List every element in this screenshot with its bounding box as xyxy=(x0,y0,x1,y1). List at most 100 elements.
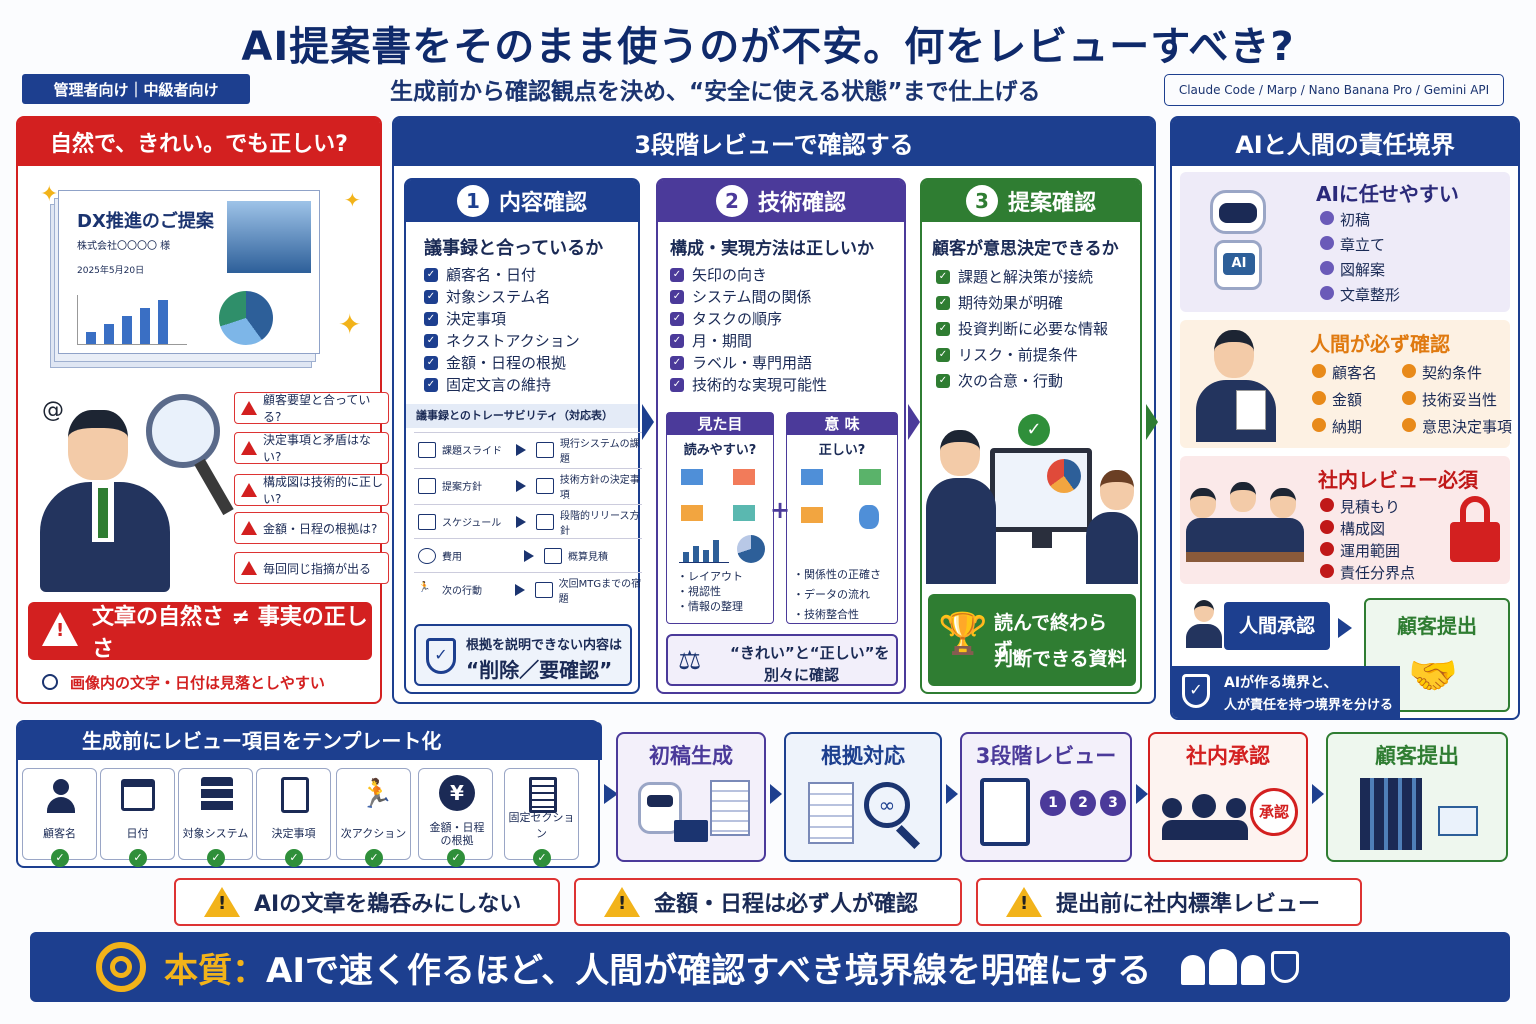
check-icon: ✓ xyxy=(936,296,950,310)
arrow-right-icon xyxy=(515,479,526,492)
document-icon xyxy=(529,777,557,813)
check-icon: ✓ xyxy=(670,290,684,304)
check-item: ✓対象システム名 xyxy=(424,286,580,308)
stage3-question: 顧客が意思決定できるか xyxy=(932,239,1119,259)
document-icon xyxy=(710,780,750,836)
flow-step-internal-approval: 社内承認 承認 xyxy=(1148,732,1308,862)
check-circle-icon: ✓ xyxy=(285,849,303,867)
warning-icon xyxy=(241,521,257,535)
check-icon: ✓ xyxy=(424,290,438,304)
confused-icon: @ xyxy=(42,398,64,423)
human-item: 技術妥当性 xyxy=(1402,387,1512,414)
check-circle-icon: ✓ xyxy=(1018,414,1050,446)
check-icon: ✓ xyxy=(424,268,438,282)
yen-icon: ¥ xyxy=(439,775,475,811)
warning-icon xyxy=(241,441,257,455)
left-note: 画像内の文字・日付は見落としやすい xyxy=(70,674,325,692)
stage3-checklist: ✓課題と解決策が接続 ✓期待効果が明確 ✓投資判断に必要な情報 ✓リスク・前提条… xyxy=(936,264,1108,394)
check-icon: ✓ xyxy=(936,374,950,388)
check-item: ✓矢印の向き xyxy=(670,264,827,286)
ai-item: 章立て xyxy=(1320,233,1400,258)
trace-row: スケジュール段階的リリース方針 xyxy=(414,504,642,538)
arrow-right-icon xyxy=(1146,404,1158,440)
internal-review-box: 社内レビュー必須 見積もり 構成図 運用範囲 責任分界点 xyxy=(1180,456,1510,584)
arrow-right-icon xyxy=(1338,618,1352,638)
check-item: ✓技術的な実現可能性 xyxy=(670,374,827,396)
right-panel: AIと人間の責任境界 AI AIに任せやすい 初稿 章立て 図解案 文章整形 人… xyxy=(1170,116,1520,720)
target-icon xyxy=(96,942,146,992)
page-subtitle: 生成前から確認観点を決め、“安全に使える状態”まで仕上げる xyxy=(390,79,1041,105)
left-panel: 自然で、きれい。でも正しい? DX推進のご提案 株式会社〇〇〇〇 様 2025年… xyxy=(16,116,389,704)
human-item: 金額 xyxy=(1312,387,1402,414)
worried-person-illustration: @ xyxy=(34,398,224,598)
monitor-icon xyxy=(990,448,1092,532)
shield-check-icon: ✓ xyxy=(426,638,456,674)
warning-icon xyxy=(241,483,257,497)
check-item: ✓ネクストアクション xyxy=(424,330,580,352)
meeting-illustration: ✓ xyxy=(926,414,1138,584)
warning-item: 決定事項と矛盾はない? xyxy=(234,432,389,464)
check-circle-icon: ✓ xyxy=(129,849,147,867)
check-item: ✓投資判断に必要な情報 xyxy=(936,316,1108,342)
check-icon: ✓ xyxy=(670,356,684,370)
team-meeting-illustration xyxy=(1186,478,1304,568)
warning-icon xyxy=(241,561,257,575)
human-box-title: 人間が必ず確認 xyxy=(1310,332,1450,356)
trace-row: 課題スライド現行システムの課題 xyxy=(414,432,642,466)
check-icon: ✓ xyxy=(936,270,950,284)
sparkle-icon: ✦ xyxy=(40,182,59,207)
warning-icon xyxy=(241,401,257,415)
audience-badge: 管理者向け｜中級者向け xyxy=(22,74,250,104)
warning-icon xyxy=(42,612,78,646)
template-item-decision: 決定事項✓ xyxy=(256,768,331,867)
ai-box: AI AIに任せやすい 初稿 章立て 図解案 文章整形 xyxy=(1180,172,1510,312)
ai-box-title: AIに任せやすい xyxy=(1316,182,1459,206)
meaning-box: 意 味 正しい? ・関係性の正確さ・データの流れ・技術整合性 xyxy=(786,412,898,624)
stage2-checklist: ✓矢印の向き ✓システム間の関係 ✓タスクの順序 ✓月・期間 ✓ラベル・専門用語… xyxy=(670,264,827,396)
check-circle-icon: ✓ xyxy=(447,849,465,867)
stage1-question: 議事録と合っているか xyxy=(424,238,604,259)
template-item-customer: 顧客名✓ xyxy=(22,768,97,867)
run-icon: 🏃 xyxy=(359,777,394,810)
magnifier-link-icon: ∞ xyxy=(864,782,910,828)
arrow-right-icon xyxy=(946,784,958,804)
approval-stamp: 承認 xyxy=(1250,788,1298,836)
trophy-icon: 🏆 xyxy=(938,611,988,657)
architecture-icon xyxy=(801,469,885,539)
check-item: ✓課題と解決策が接続 xyxy=(936,264,1108,290)
doc-bar-chart xyxy=(77,295,187,345)
stage2-bottom-box: ⚖ “きれい”と“正しい”を 別々に確認 xyxy=(666,634,898,686)
check-icon: ✓ xyxy=(670,334,684,348)
flag-icon xyxy=(418,477,436,494)
human-item: 契約条件 xyxy=(1402,360,1512,387)
right-panel-title: AIと人間の責任境界 xyxy=(1172,118,1518,166)
doc-date: 2025年5月20日 xyxy=(77,266,145,276)
clipboard-icon xyxy=(281,777,309,813)
warning-icon: ! xyxy=(204,887,240,917)
stage1-checklist: ✓顧客名・日付 ✓対象システム名 ✓決定事項 ✓ネクストアクション ✓金額・日程… xyxy=(424,264,580,396)
check-item: ✓固定文言の維持 xyxy=(424,374,580,396)
template-item-system: 対象システム✓ xyxy=(178,768,253,867)
warning-item: 顧客要望と合っている? xyxy=(234,392,389,424)
flow-step-customer-submit: 顧客提出 xyxy=(1326,732,1508,862)
human-item: 意思決定事項 xyxy=(1402,414,1512,441)
center-panel-title: 3段階レビューで確認する xyxy=(394,118,1154,166)
check-item: ✓次の合意・行動 xyxy=(936,368,1108,394)
building-image xyxy=(227,201,311,273)
arrow-right-icon xyxy=(1136,784,1148,804)
check-circle-icon: ✓ xyxy=(51,849,69,867)
yen-icon xyxy=(418,547,436,564)
check-icon: ✓ xyxy=(424,356,438,370)
tools-label: Claude Code / Marp / Nano Banana Pro / G… xyxy=(1164,74,1504,106)
check-item: ✓ラベル・専門用語 xyxy=(670,352,827,374)
look-box: 見た目 読みやすい? ・レイアウト・視認性・情報の整理 xyxy=(666,412,774,624)
warning-item: 構成図は技術的に正しい? xyxy=(234,474,389,506)
arrow-right-icon xyxy=(642,404,654,440)
bottom-warning: !提出前に社内標準レビュー xyxy=(976,878,1362,926)
search-icon xyxy=(42,674,58,690)
bottom-warning: !金額・日程は必ず人が確認 xyxy=(574,878,962,926)
